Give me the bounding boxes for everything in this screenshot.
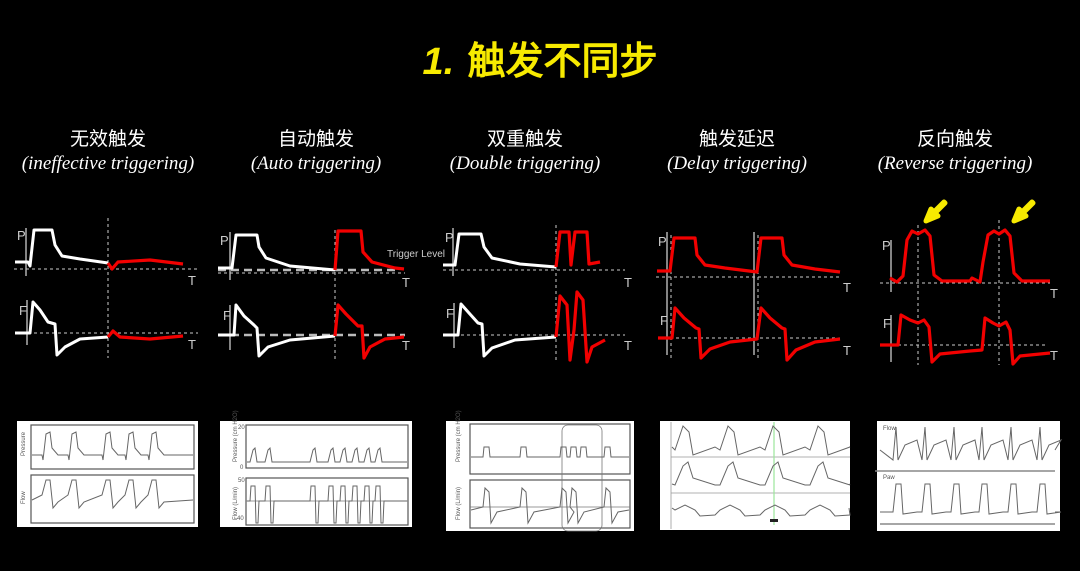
diagram-auto: P Trigger Level T F T: [218, 229, 445, 360]
time-label: T: [843, 343, 851, 358]
column-header-auto: 自动触发 (Auto triggering): [208, 127, 424, 177]
pressure-label: P: [882, 238, 891, 253]
flow-trace-ineffective: [106, 329, 184, 341]
thumbnail-flow-waveform: [247, 485, 407, 524]
pressure-trace-normal: [443, 232, 557, 269]
column-title-zh: 双重触发: [486, 128, 563, 150]
column-title-en: (Double triggering): [449, 153, 601, 174]
title-number: 1.: [422, 41, 455, 83]
thumbnail-pressure-waveform: [671, 425, 851, 456]
tick-label: 0: [240, 465, 244, 471]
time-label: T: [843, 280, 851, 295]
thumbnail-flow-waveform: [470, 486, 630, 525]
flow-trace-double: [554, 290, 606, 364]
column-header-delay: 触发延迟 (Delay triggering): [629, 127, 845, 177]
thumbnail-flow-waveform: [879, 426, 1063, 461]
column-title-en: (Auto triggering): [250, 153, 382, 174]
time-label: T: [1050, 348, 1058, 363]
time-label: T: [402, 338, 410, 353]
thumbnail-axis-label: Flow (L/min): [233, 487, 239, 520]
column-title-zh: 反向触发: [916, 128, 993, 150]
thumbnail-axis-label: Flow (L/min): [456, 487, 462, 520]
pressure-trace-delay: [657, 236, 841, 274]
pressure-trace-reverse: [889, 228, 1050, 284]
column-title-en: (Delay triggering): [667, 153, 807, 174]
diagram-reverse: P T F T: [880, 199, 1058, 366]
time-label: T: [402, 275, 410, 290]
time-label: T: [188, 273, 196, 288]
title-text: 触发不同步: [467, 39, 658, 83]
time-label: T: [624, 275, 632, 290]
thumbnail-reverse: Flow Paw: [875, 421, 1063, 531]
thumbnail-axis-label: Flow: [883, 426, 896, 432]
pressure-label: P: [17, 228, 26, 243]
flow-trace-normal: [218, 303, 336, 358]
diagram-ineffective: P T F T: [14, 218, 198, 358]
time-label: T: [188, 337, 196, 352]
yellow-arrow-icon: [1011, 199, 1036, 224]
column-title-en: (Reverse triggering): [877, 153, 1033, 174]
pressure-label: P: [658, 234, 667, 249]
thumbnail-pressure-waveform: [880, 483, 1062, 515]
thumbnail-volume-waveform: [671, 504, 851, 517]
column-header-ineffective: 无效触发 (ineffective triggering): [0, 127, 216, 177]
tick-label: 50: [238, 478, 245, 484]
thumbnail-auto: Pressure (cm H2O) Flow (L/min) 20 0 50 -…: [220, 410, 412, 527]
pressure-trace-auto: [333, 229, 405, 271]
pressure-trace-normal: [15, 228, 109, 268]
trigger-level-label: Trigger Level: [387, 249, 445, 260]
thumbnail-delay: [660, 421, 851, 530]
thumbnail-pressure-waveform: [471, 446, 629, 458]
column-title-zh: 无效触发: [69, 128, 146, 150]
pressure-trace-normal: [218, 233, 336, 272]
pressure-trace-double: [554, 230, 601, 268]
flow-trace-normal: [443, 302, 557, 358]
yellow-arrow-icon: [923, 199, 948, 224]
flow-label: F: [19, 303, 27, 318]
thumbnail-axis-label: Flow: [21, 491, 27, 504]
thumbnail-flow-waveform: [31, 479, 194, 510]
thumbnail-axis-label: Pressure (cm H2O): [456, 410, 462, 462]
pressure-label: P: [220, 233, 229, 248]
diagram-double: P T F T: [443, 225, 632, 364]
column-title-zh: 触发延迟: [698, 128, 775, 150]
flow-label: F: [883, 316, 891, 331]
column-title-en: (ineffective triggering): [21, 153, 195, 174]
flow-trace-normal: [15, 300, 109, 357]
slide-title: 1. 触发不同步: [0, 30, 1080, 85]
pressure-trace-ineffective: [106, 258, 184, 271]
pressure-label: P: [445, 230, 454, 245]
flow-trace-delay: [658, 306, 841, 362]
column-header-double: 双重触发 (Double triggering): [417, 127, 633, 177]
thumbnail-axis-label: Paw: [883, 475, 895, 481]
time-label: T: [1050, 286, 1058, 301]
flow-label: F: [223, 308, 231, 323]
thumbnail-pressure-waveform: [247, 446, 407, 463]
thumbnail-ineffective: Pressure Flow: [17, 421, 198, 527]
diagram-delay: P T F T: [656, 232, 851, 362]
flow-trace-reverse: [880, 313, 1051, 366]
column-header-reverse: 反向触发 (Reverse triggering): [847, 127, 1063, 177]
flow-label: F: [660, 313, 668, 328]
flow-trace-auto: [333, 303, 405, 360]
flow-label: F: [446, 306, 454, 321]
time-label: T: [624, 338, 632, 353]
thumbnail-axis-label: Pressure (cm H2O): [233, 410, 239, 462]
thumbnail-flow-waveform: [671, 461, 851, 486]
column-title-zh: 自动触发: [277, 128, 354, 150]
thumbnail-pressure-waveform: [32, 431, 193, 461]
tick-label: 20: [238, 425, 245, 431]
thumbnail-axis-label: Pressure: [21, 431, 27, 456]
tick-label: -40: [235, 516, 244, 522]
thumbnail-double: Pressure (cm H2O) Flow (L/min): [446, 410, 634, 532]
